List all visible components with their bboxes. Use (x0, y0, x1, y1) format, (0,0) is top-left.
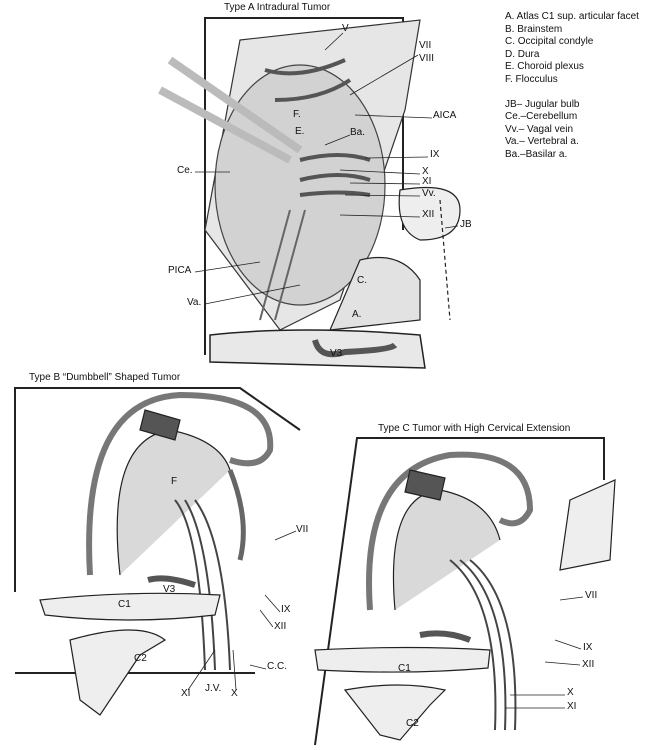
label-va: Va. (187, 297, 202, 308)
panel-c-title: Type C Tumor with High Cervical Extensio… (378, 423, 571, 434)
label-vii: VII (419, 40, 432, 51)
label-b-xii: XII (274, 621, 287, 632)
label-b-x: X (231, 688, 238, 699)
label-xii: XII (422, 209, 435, 220)
label-b-f: F (171, 476, 178, 487)
legend-item: F. Flocculus (505, 73, 558, 85)
label-pica: PICA (168, 265, 192, 276)
legend-item: C. Occipital condyle (505, 36, 594, 48)
panel-a-title: Type A Intradural Tumor (224, 2, 331, 13)
legend-item: B. Brainstem (505, 23, 563, 35)
label-c-vii: VII (585, 590, 598, 601)
label-jb: JB (460, 219, 472, 230)
label-b-jv: J.V. (205, 683, 222, 694)
label-b-v3: V3 (163, 584, 176, 595)
panel-c-drawing (314, 437, 616, 746)
legend: A. Atlas C1 sup. articular facet B. Brai… (505, 11, 639, 162)
label-c-c1: C1 (398, 663, 411, 674)
label-viii: VIII (419, 53, 435, 64)
label-c-c2: C2 (406, 718, 419, 729)
panel-b-drawing (14, 387, 301, 716)
legend-item: JB– Jugular bulb (505, 98, 580, 110)
legend-item: Va.– Vertebral a. (505, 136, 579, 148)
label-ba: Ba. (350, 127, 366, 138)
label-c-ix: IX (583, 642, 593, 653)
legend-item: A. Atlas C1 sup. articular facet (505, 11, 639, 22)
label-b-ix: IX (281, 604, 291, 615)
label-ix: IX (430, 149, 440, 160)
label-a: A. (352, 309, 362, 320)
label-c: C. (357, 275, 367, 286)
legend-item: Ba.–Basilar a. (505, 148, 568, 160)
label-b-c2: C2 (134, 653, 147, 664)
label-v3: V3 (330, 348, 343, 359)
label-c-x: X (567, 687, 574, 698)
label-b-xi: XI (181, 688, 191, 699)
panel-b-title: Type B “Dumbbell” Shaped Tumor (29, 372, 181, 383)
label-e: E. (295, 126, 305, 137)
label-xi: XI (422, 176, 432, 187)
legend-item: D. Dura (505, 48, 540, 60)
label-b-vii: VII (296, 524, 309, 535)
label-c-xi: XI (567, 701, 577, 712)
label-v: V (342, 23, 349, 34)
label-x: X (422, 166, 429, 177)
label-b-c1: C1 (118, 599, 131, 610)
label-ce: Ce. (177, 165, 193, 176)
legend-item: Vv.– Vagal vein (505, 123, 574, 135)
panel-a-drawing (158, 17, 461, 369)
label-f: F. (293, 109, 301, 120)
label-aica: AICA (433, 110, 457, 121)
label-b-cc: C.C. (267, 661, 287, 672)
label-c-xii: XII (582, 659, 595, 670)
label-vv: Vv. (422, 188, 436, 199)
legend-item: Ce.–Cerebellum (505, 111, 578, 123)
legend-item: E. Choroid plexus (505, 61, 584, 73)
leader-lines (187, 32, 584, 709)
